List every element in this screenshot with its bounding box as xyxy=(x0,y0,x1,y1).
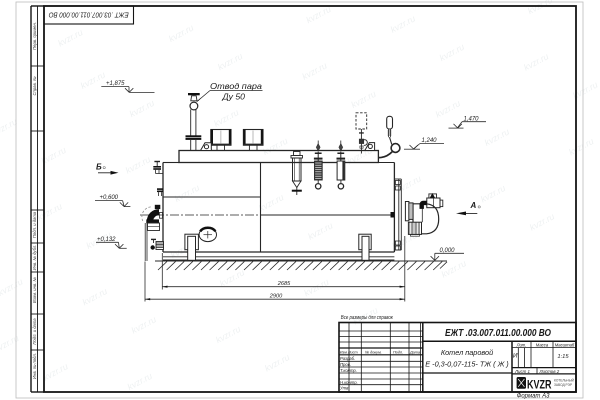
svg-text:Справ. №: Справ. № xyxy=(32,76,37,95)
svg-text:0,000: 0,000 xyxy=(440,248,456,254)
svg-text:КОТЕЛЬНЫЙ: КОТЕЛЬНЫЙ xyxy=(554,379,575,383)
svg-text:Б: Б xyxy=(96,163,102,172)
svg-text:1,470: 1,470 xyxy=(464,116,480,122)
svg-text:+0,600: +0,600 xyxy=(100,195,119,201)
svg-text:ЕЖТ .03.007.011.00.000 ВО: ЕЖТ .03.007.011.00.000 ВО xyxy=(445,328,551,339)
svg-text:ЕЖТ .03.007.011.00.000 ВО: ЕЖТ .03.007.011.00.000 ВО xyxy=(48,11,128,18)
svg-text:Масштаб: Масштаб xyxy=(555,342,575,347)
svg-text:Все размеры для справок: Все размеры для справок xyxy=(341,315,393,321)
svg-text:2685: 2685 xyxy=(277,281,291,287)
svg-text:Подп. и дата: Подп. и дата xyxy=(32,318,37,345)
svg-text:Н.контр.: Н.контр. xyxy=(340,380,358,385)
svg-text:Изм Лист: Изм Лист xyxy=(340,350,358,354)
svg-text:А: А xyxy=(470,201,477,210)
svg-text:Подп. и дата: Подп. и дата xyxy=(32,211,37,238)
svg-text:Инв. № дубл.: Инв. № дубл. xyxy=(32,245,37,271)
svg-text:Формат А3: Формат А3 xyxy=(517,394,550,400)
svg-text:Е -0,3-0,07-115- ТЖ ( Ж ): Е -0,3-0,07-115- ТЖ ( Ж ) xyxy=(425,360,508,369)
svg-text:Масса: Масса xyxy=(536,342,549,347)
svg-text:Лист 1: Лист 1 xyxy=(514,369,531,374)
svg-text:Листов 2: Листов 2 xyxy=(539,369,560,374)
svg-text:Лит.: Лит. xyxy=(516,342,527,347)
svg-text:№ докум.: № докум. xyxy=(365,350,382,354)
svg-text:Разраб.: Разраб. xyxy=(340,356,355,361)
svg-text:Взам. инв. №: Взам. инв. № xyxy=(32,277,37,303)
svg-text:Пров.: Пров. xyxy=(340,362,351,367)
svg-text:+0,132: +0,132 xyxy=(97,237,116,243)
svg-text:Перв. примен.: Перв. примен. xyxy=(32,22,37,50)
svg-text:1,240: 1,240 xyxy=(422,138,438,144)
svg-text:2900: 2900 xyxy=(269,294,283,300)
svg-text:Подп.: Подп. xyxy=(393,350,403,354)
svg-text:Ду 50: Ду 50 xyxy=(221,92,245,101)
svg-text:Котел паровой: Котел паровой xyxy=(441,348,493,357)
svg-text:1:15: 1:15 xyxy=(557,354,569,360)
svg-text:Дата: Дата xyxy=(409,350,420,354)
svg-text:Отвод пара: Отвод пара xyxy=(210,82,263,91)
svg-text:Т.контр.: Т.контр. xyxy=(340,368,357,373)
svg-text:ЗАВОД РЭР: ЗАВОД РЭР xyxy=(554,383,572,387)
svg-text:+1,875: +1,875 xyxy=(106,81,125,87)
svg-text:Инв. № подл.: Инв. № подл. xyxy=(32,353,37,379)
svg-text:И: И xyxy=(513,353,518,360)
svg-text:Утв.: Утв. xyxy=(340,386,350,391)
svg-text:KVZR: KVZR xyxy=(527,379,552,391)
